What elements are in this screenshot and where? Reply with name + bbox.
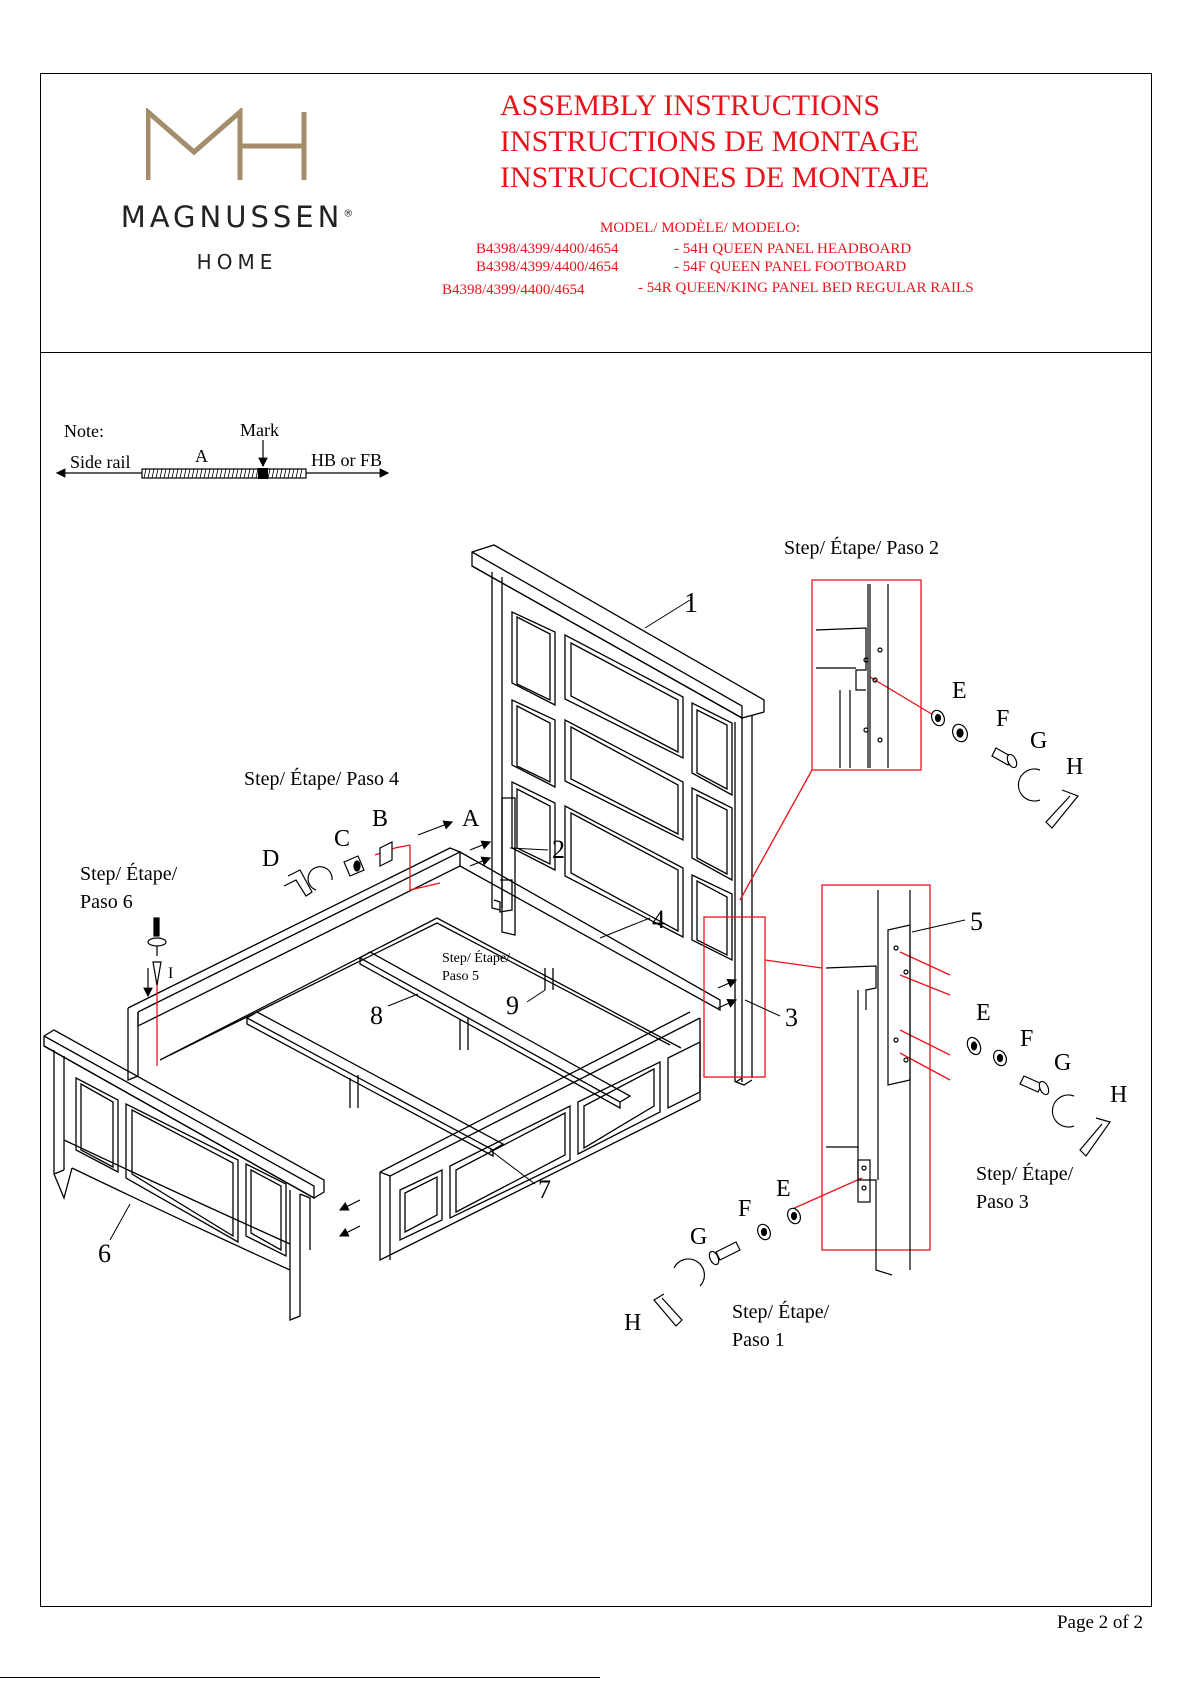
hw-label-h-1: H	[624, 1310, 641, 1336]
hw-label-e-3: E	[976, 1000, 991, 1026]
part-9-label: 9	[506, 991, 519, 1020]
footboard	[43, 1029, 325, 1321]
part-5-label: 5	[970, 907, 983, 936]
title-fr: INSTRUCTIONS DE MONTAGE	[500, 125, 920, 158]
bed-frame	[127, 847, 721, 1262]
hw-label-h-2: H	[1066, 754, 1083, 780]
hw-label-g-3: G	[1054, 1050, 1071, 1076]
page-frame	[40, 73, 1152, 1607]
part-8-label: 8	[370, 1001, 383, 1030]
note-side-rail: Side rail	[70, 452, 131, 472]
note-hb-fb: HB or FB	[311, 450, 382, 470]
hw-label-f-1: F	[738, 1196, 751, 1222]
hw-label-g-2: G	[1030, 728, 1047, 754]
hw-label-d: D	[262, 846, 279, 872]
step-6-label-line2: Paso 6	[80, 891, 133, 913]
hw-label-c: C	[334, 826, 350, 852]
page-number: Page 2 of 2	[1056, 1612, 1143, 1633]
red-callouts	[156, 579, 951, 1251]
part-3-label: 3	[785, 1003, 798, 1032]
brand-name: MAGNUSSEN®	[120, 200, 354, 234]
part-6-label: 6	[98, 1239, 111, 1268]
part-4-label: 4	[652, 905, 665, 934]
model-desc-1: - 54H QUEEN PANEL HEADBOARD	[674, 241, 912, 257]
hw-label-g-1: G	[690, 1224, 707, 1250]
hw-label-f-3: F	[1020, 1026, 1033, 1052]
brand-sub: HOME	[196, 250, 278, 274]
note-label: Note:	[64, 421, 104, 441]
step-1-label-line2: Paso 1	[732, 1329, 785, 1351]
part-2-label: 2	[552, 835, 565, 864]
bottom-rule	[0, 1677, 600, 1678]
step-6-label-line1: Step/ Étape/	[80, 862, 178, 885]
title-en: ASSEMBLY INSTRUCTIONS	[500, 89, 881, 122]
hardware-step1	[653, 1207, 802, 1327]
hw-label-e-2: E	[952, 678, 967, 704]
hw-label-i: I	[168, 965, 173, 982]
hw-label-f-2: F	[996, 706, 1009, 732]
model-desc-3: - 54R QUEEN/KING PANEL BED REGULAR RAILS	[638, 280, 974, 296]
note-a: A	[195, 446, 208, 466]
part-7-label: 7	[538, 1175, 551, 1204]
step-5-label-line2: Paso 5	[442, 969, 479, 984]
hardware-step4	[283, 820, 492, 897]
step3-detail	[825, 890, 911, 1276]
step-3-label-line1: Step/ Étape/	[976, 1162, 1074, 1185]
hw-label-b: B	[372, 806, 388, 832]
note-diagram: Note: Mark A Side rail HB or FB	[55, 420, 390, 479]
model-desc-2: - 54F QUEEN PANEL FOOTBOARD	[674, 259, 907, 275]
hw-label-a: A	[462, 806, 480, 832]
hw-label-e-1: E	[776, 1176, 791, 1202]
model-heading: MODEL/ MODÈLE/ MODELO:	[600, 220, 800, 236]
hw-label-h-3: H	[1110, 1082, 1127, 1108]
title-es: INSTRUCCIONES DE MONTAJE	[500, 161, 930, 194]
step-1-label-line1: Step/ Étape/	[732, 1300, 830, 1323]
model-code-3: B4398/4399/4400/4654	[442, 282, 585, 298]
hardware-step6	[143, 917, 167, 998]
step-5-label-line1: Step/ Étape/	[442, 949, 510, 966]
model-code-2: B4398/4399/4400/4654	[476, 259, 619, 275]
step-3-label-line2: Paso 3	[976, 1191, 1029, 1213]
step-4-label: Step/ Étape/ Paso 4	[244, 767, 399, 790]
step-2-label: Step/ Étape/ Paso 2	[784, 536, 939, 559]
headboard	[471, 544, 765, 1086]
header-divider	[40, 352, 1152, 353]
title-block: ASSEMBLY INSTRUCTIONS INSTRUCTIONS DE MO…	[500, 88, 929, 196]
hardware-step2	[930, 709, 1079, 829]
note-mark: Mark	[240, 420, 279, 440]
mh-logo-icon	[146, 108, 307, 180]
model-code-1: B4398/4399/4400/4654	[476, 241, 619, 257]
step2-detail	[815, 584, 889, 768]
hardware-step3	[966, 1036, 1111, 1157]
part-1-label: 1	[684, 588, 698, 619]
